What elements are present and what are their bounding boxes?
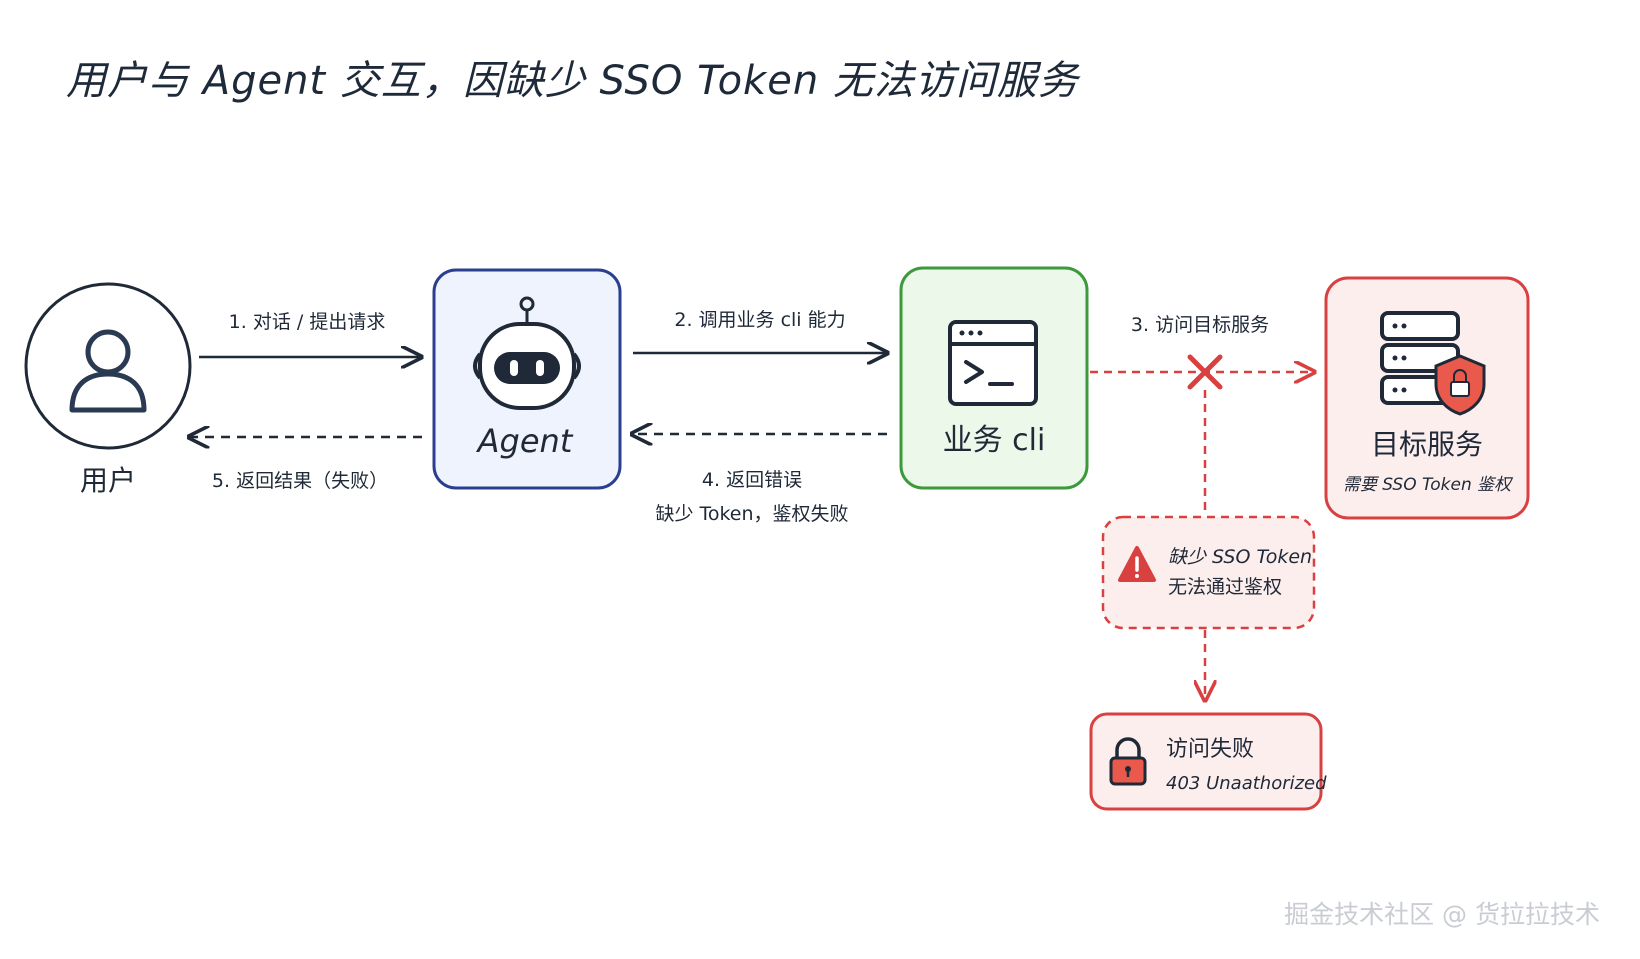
lock-icon — [1109, 737, 1147, 786]
edge-4-sublabel: 缺少 Token，鉴权失败 — [655, 503, 848, 525]
service-node: 目标服务 需要 SSO Token 鉴权 — [1324, 276, 1530, 520]
warning-line1: 缺少 SSO Token — [1168, 546, 1312, 568]
watermark: 掘金技术社区 @ 货拉拉技术 — [1284, 900, 1600, 929]
failure-title: 访问失败 — [1166, 737, 1254, 762]
user-node: 用户 — [24, 282, 192, 497]
warning-node: 缺少 SSO Token 无法通过鉴权 — [1101, 515, 1316, 630]
blocked-x-icon — [1187, 354, 1223, 390]
diagram-title: 用户与 Agent 交互，因缺少 SSO Token 无法访问服务 — [66, 58, 1079, 104]
shield-lock-icon — [1434, 354, 1486, 416]
edge-1: 1. 对话 / 提出请求 — [199, 311, 421, 357]
agent-label: Agent — [476, 422, 574, 460]
cli-label: 业务 cli — [943, 423, 1046, 458]
service-sublabel: 需要 SSO Token 鉴权 — [1343, 475, 1514, 495]
edge-2: 2. 调用业务 cli 能力 — [633, 309, 887, 353]
edge-1-label: 1. 对话 / 提出请求 — [229, 311, 386, 333]
warning-icon — [1118, 546, 1156, 582]
failure-code: 403 Unaathorized — [1166, 773, 1327, 794]
agent-node: Agent — [432, 268, 622, 490]
edge-5-label: 5. 返回结果（失败） — [212, 470, 388, 492]
edge-3: 3. 访问目标服务 — [1090, 314, 1314, 390]
service-label: 目标服务 — [1371, 428, 1483, 461]
edge-2-label: 2. 调用业务 cli 能力 — [674, 309, 845, 331]
edge-4: 4. 返回错误 缺少 Token，鉴权失败 — [632, 434, 887, 525]
edge-5: 5. 返回结果（失败） — [189, 437, 422, 492]
edge-3-label: 3. 访问目标服务 — [1131, 314, 1269, 336]
warning-line2: 无法通过鉴权 — [1168, 576, 1282, 598]
robot-icon — [473, 296, 581, 410]
user-label: 用户 — [80, 464, 136, 497]
terminal-icon — [948, 320, 1038, 406]
cli-node: 业务 cli — [899, 266, 1089, 490]
edge-4-label: 4. 返回错误 — [702, 469, 802, 491]
failure-node: 访问失败 403 Unaathorized — [1089, 712, 1327, 811]
user-icon — [69, 329, 147, 413]
